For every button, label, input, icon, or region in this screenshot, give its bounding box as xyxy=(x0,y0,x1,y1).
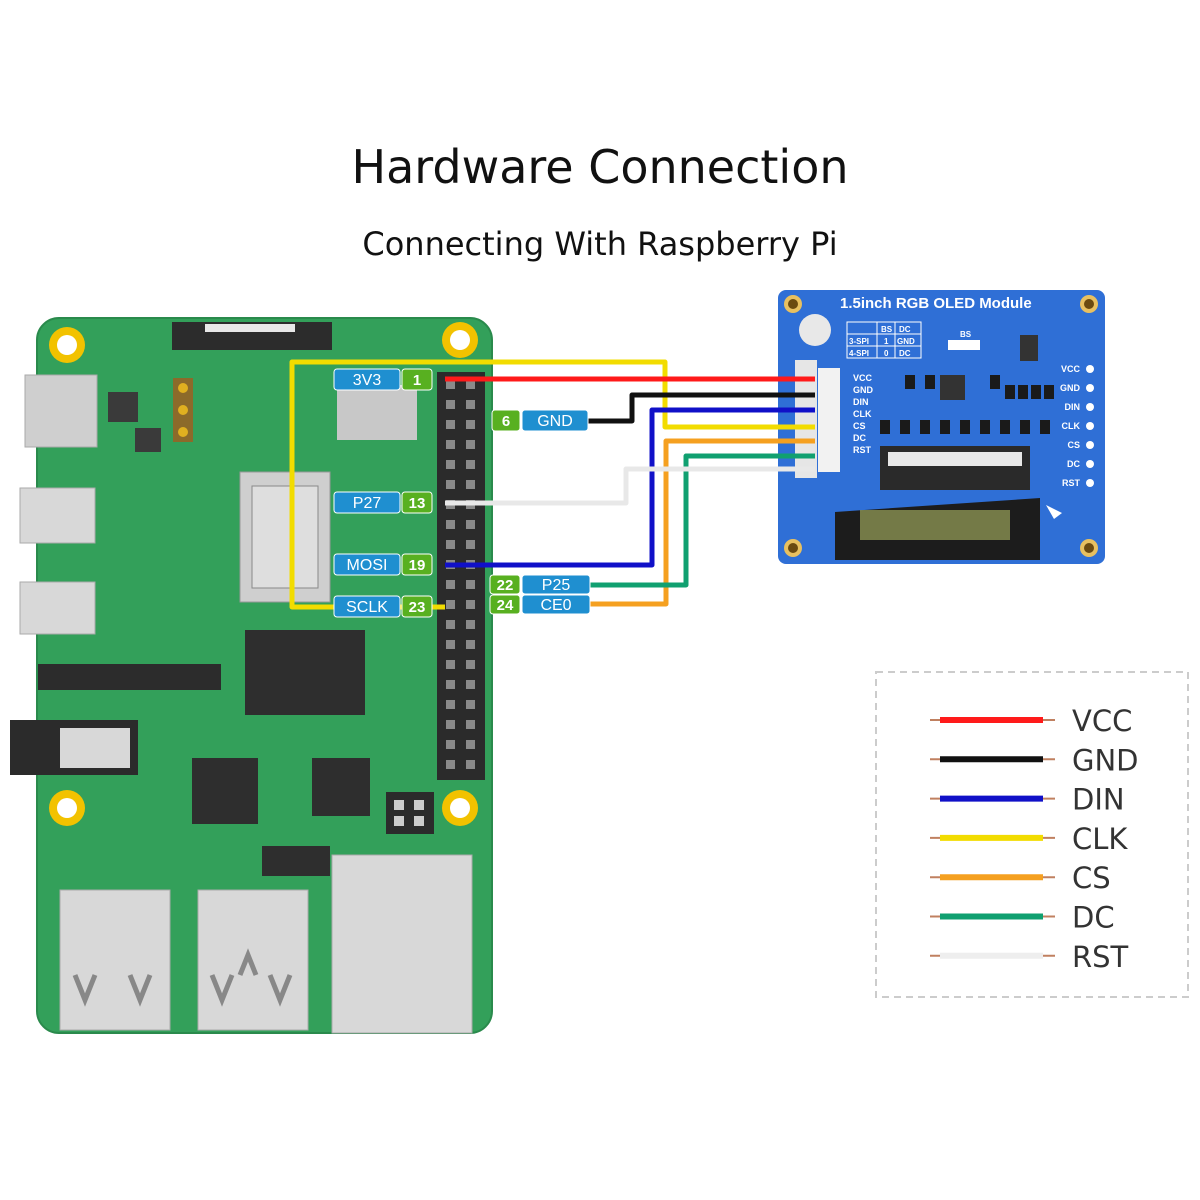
oled-side-label-gnd: GND xyxy=(1060,383,1081,393)
wire-rst xyxy=(445,466,815,506)
ram-chip xyxy=(245,630,365,715)
pi-pin-labels: 3V3 1 P27 13 MOSI 19 SCLK 23 6 GND xyxy=(333,368,591,618)
pin-mosi: MOSI 19 xyxy=(333,553,433,576)
usb-port-1 xyxy=(59,889,171,1031)
pin-label-3v3: 3V3 xyxy=(353,372,382,389)
bs-table: BS DC 3-SPI 1 GND 4-SPI 0 DC xyxy=(846,321,922,359)
oled-side-pad xyxy=(1086,384,1094,392)
oled-connector xyxy=(795,360,817,478)
bs-header-dc: DC xyxy=(899,325,911,334)
page-title: Hardware Connection xyxy=(351,140,849,194)
oled-side-label-clk: CLK xyxy=(1062,421,1081,431)
pin-num-13: 13 xyxy=(409,495,426,512)
pin-num-6: 6 xyxy=(502,413,510,430)
oled-conn-label-clk: CLK xyxy=(853,409,872,419)
oled-side-label-rst: RST xyxy=(1062,478,1081,488)
legend-item-gnd: GND xyxy=(930,743,1139,777)
oled-side-label-dc: DC xyxy=(1067,459,1080,469)
oled-side-pad xyxy=(1086,441,1094,449)
pin-num-1: 1 xyxy=(413,372,421,389)
pin-num-23: 23 xyxy=(409,599,426,616)
legend-label: GND xyxy=(1072,743,1139,777)
oled-conn-label-vcc: VCC xyxy=(853,373,873,383)
bs-switch-label: BS xyxy=(960,330,972,339)
oled-side-pad xyxy=(1086,365,1094,373)
wire-gnd xyxy=(588,392,815,424)
legend-item-vcc: VCC xyxy=(930,704,1132,738)
oled-conn-label-din: DIN xyxy=(853,397,869,407)
oled-side-label-vcc: VCC xyxy=(1061,364,1081,374)
pin-label-ce0: CE0 xyxy=(540,597,571,614)
usb-port-2 xyxy=(197,889,309,1031)
wire-dc xyxy=(590,453,815,588)
legend-item-din: DIN xyxy=(930,783,1125,817)
legend-label: DIN xyxy=(1072,783,1125,817)
wire-cs xyxy=(590,438,815,607)
legend-label: CLK xyxy=(1072,822,1128,856)
bs-row2-bs: 0 xyxy=(884,349,889,358)
wire-din xyxy=(445,407,815,568)
hdmi-port-1 xyxy=(19,487,96,544)
pin-label-sclk: SCLK xyxy=(346,599,388,616)
pin-ce0: 24 CE0 xyxy=(489,594,591,615)
bs-header-bs: BS xyxy=(881,325,893,334)
legend-item-dc: DC xyxy=(930,901,1115,935)
pin-num-22: 22 xyxy=(497,577,514,594)
legend-item-clk: CLK xyxy=(930,822,1128,856)
oled-side-pad xyxy=(1086,403,1094,411)
oled-conn-label-cs: CS xyxy=(853,421,866,431)
pin-label-p27: P27 xyxy=(353,495,382,512)
oled-side-label-din: DIN xyxy=(1065,402,1081,412)
oled-title: 1.5inch RGB OLED Module xyxy=(840,295,1032,312)
pin-label-mosi: MOSI xyxy=(347,557,388,574)
oled-side-label-cs: CS xyxy=(1067,440,1080,450)
bs-row1-dc: GND xyxy=(897,337,915,346)
legend-label: DC xyxy=(1072,901,1115,935)
pin-label-p25: P25 xyxy=(542,577,571,594)
camera-connector xyxy=(38,664,221,690)
oled-side-pad xyxy=(1086,460,1094,468)
wires xyxy=(289,359,815,610)
legend-box xyxy=(875,671,1189,998)
bs-row1-mode: 3-SPI xyxy=(849,337,869,346)
bs-switch xyxy=(948,340,980,350)
legend-label: RST xyxy=(1072,940,1129,974)
pin-sclk: SCLK 23 xyxy=(333,595,433,618)
oled-side-pad xyxy=(1086,479,1094,487)
pin-3v3: 3V3 1 xyxy=(333,368,433,391)
pin-num-19: 19 xyxy=(409,557,426,574)
bs-row1-bs: 1 xyxy=(884,337,889,346)
legend-item-cs: CS xyxy=(930,861,1111,895)
wire-legend: VCC GND DIN CLK CS DC RST xyxy=(875,671,1189,998)
bs-row2-mode: 4-SPI xyxy=(849,349,869,358)
pin-p25: 22 P25 xyxy=(489,574,591,595)
gpio-header xyxy=(437,372,485,780)
legend-label: VCC xyxy=(1072,704,1132,738)
oled-module: 1.5inch RGB OLED Module BS DC 3-SPI 1 GN… xyxy=(778,290,1105,564)
pin-num-24: 24 xyxy=(497,597,514,614)
oled-conn-label-dc: DC xyxy=(853,433,866,443)
usb-c-port xyxy=(24,374,98,448)
pin-label-gnd: GND xyxy=(537,413,573,430)
pin-gnd: 6 GND xyxy=(491,409,589,432)
oled-conn-label-gnd: GND xyxy=(853,385,874,395)
raspberry-pi-board xyxy=(10,317,493,1034)
mounting-holes xyxy=(49,322,478,826)
bs-row2-dc: DC xyxy=(899,349,911,358)
ethernet-port xyxy=(331,854,473,1034)
wire-clk xyxy=(289,359,815,610)
pin-p27: P27 13 xyxy=(333,491,433,514)
page-subtitle: Connecting With Raspberry Pi xyxy=(362,225,838,263)
oled-side-pad xyxy=(1086,422,1094,430)
legend-label: CS xyxy=(1072,861,1111,895)
legend-item-rst: RST xyxy=(930,940,1129,974)
oled-conn-label-rst: RST xyxy=(853,445,872,455)
hdmi-port-2 xyxy=(19,581,96,635)
